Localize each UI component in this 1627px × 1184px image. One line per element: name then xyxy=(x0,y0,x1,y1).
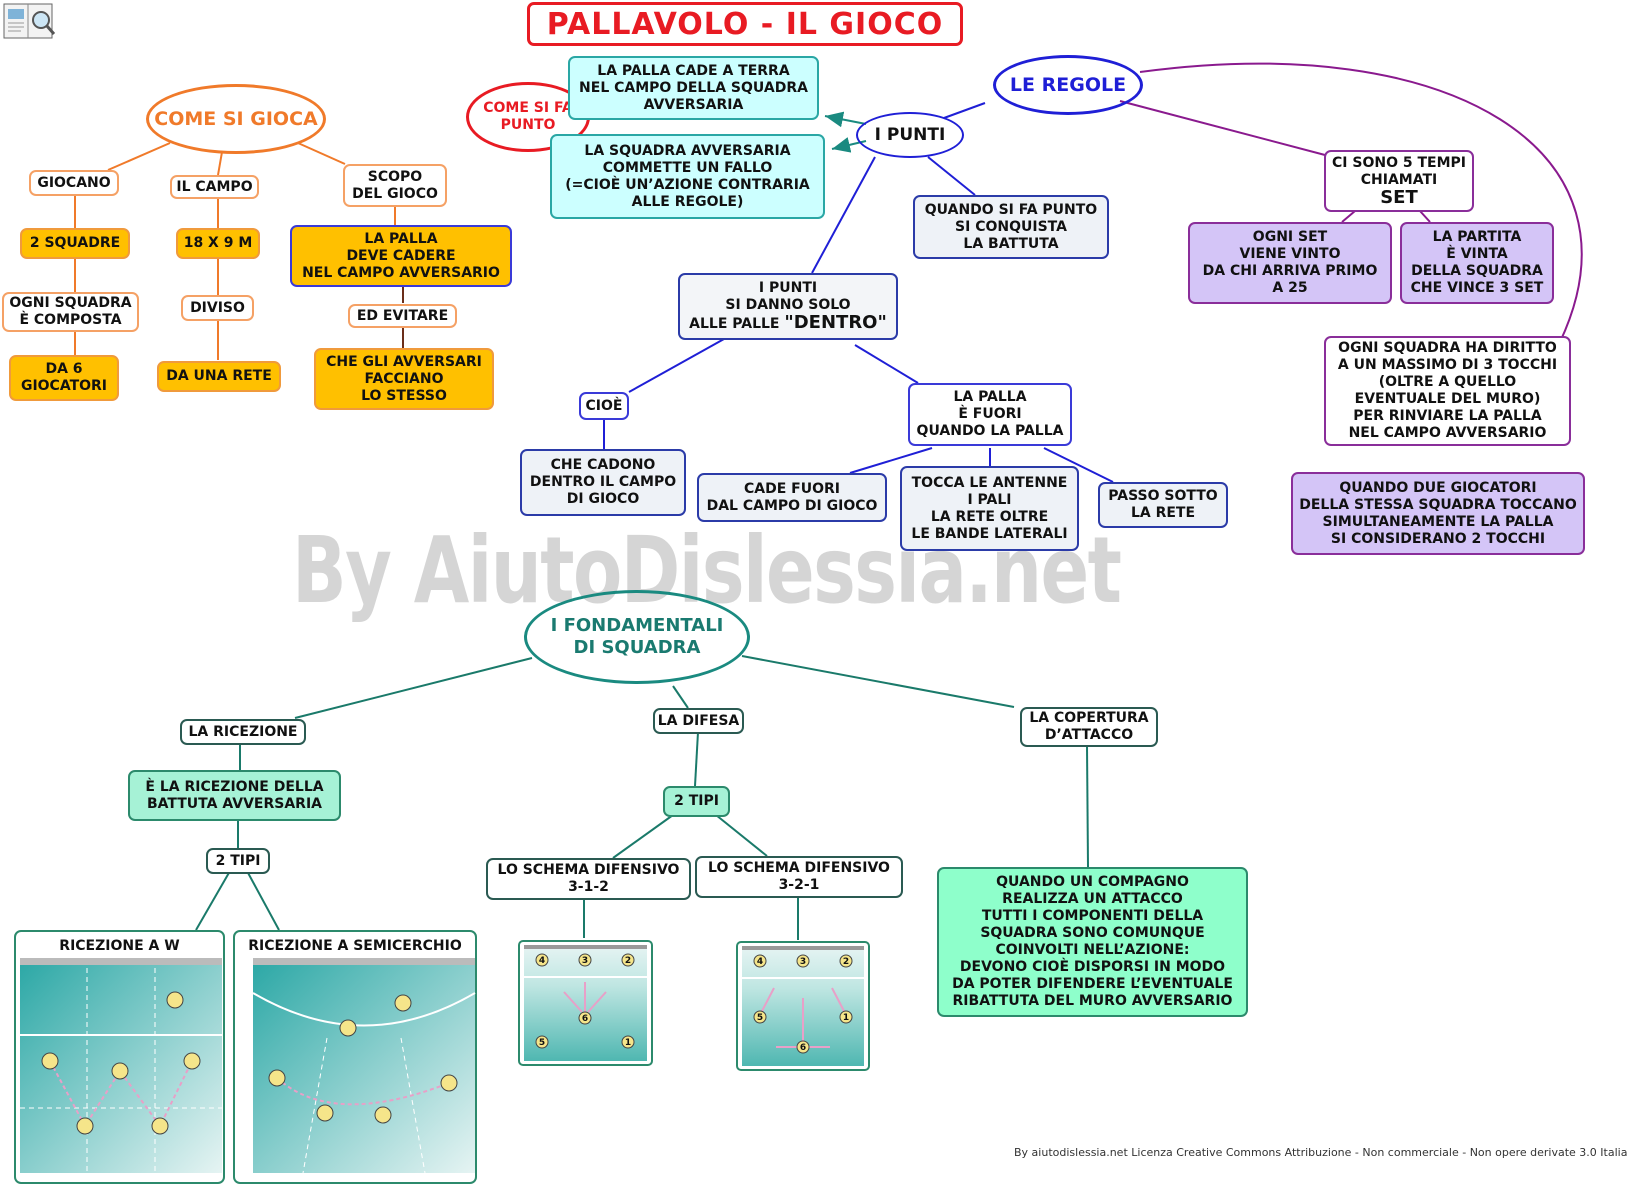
due-squadre-box: 2 SQUADRE xyxy=(20,228,130,259)
antenne-box: TOCCA LE ANTENNE I PALI LA RETE OLTRE LE… xyxy=(900,466,1079,551)
schema2-pos-d: 5 xyxy=(757,1013,763,1023)
dif-tipi-box: 2 TIPI xyxy=(663,786,730,817)
dentro-text: I PUNTI SI DANNO SOLO ALLE PALLE xyxy=(689,280,851,332)
giocano-label: GIOCANO xyxy=(29,170,119,196)
schema2-pos-f: 6 xyxy=(800,1043,806,1053)
difesa-label: LA DIFESA xyxy=(653,708,744,734)
il-campo-label: IL CAMPO xyxy=(170,175,259,199)
cioe-label: CIOÈ xyxy=(579,392,629,420)
schema1-pos-b: 3 xyxy=(582,956,588,966)
schema1-pos-d: 6 xyxy=(582,1014,588,1024)
ricezione-label: LA RICEZIONE xyxy=(180,719,306,745)
diviso-label: DIVISO xyxy=(181,295,254,321)
evitare-label: ED EVITARE xyxy=(348,304,457,328)
copertura-desc-box: QUANDO UN COMPAGNO REALIZZA UN ATTACCO T… xyxy=(937,867,1248,1017)
fallo-box: LA SQUADRA AVVERSARIA COMMETTE UN FALLO … xyxy=(550,134,825,219)
cadono-box: CHE CADONO DENTRO IL CAMPO DI GIOCO xyxy=(520,449,686,516)
composta-label: OGNI SQUADRA È COMPOSTA xyxy=(2,292,139,332)
ricezione-semi-title: RICEZIONE A SEMICERCHIO xyxy=(248,938,462,954)
ric-tipi-label: 2 TIPI xyxy=(206,848,270,874)
come-si-gioca-node: COME SI GIOCA xyxy=(146,84,326,154)
due-giocatori-box: QUANDO DUE GIOCATORI DELLA STESSA SQUADR… xyxy=(1291,472,1585,555)
schema1-pos-f: 1 xyxy=(625,1038,631,1048)
ricezione-w-title: RICEZIONE A W xyxy=(59,938,180,954)
connector-lines xyxy=(74,62,1583,940)
rete-box: DA UNA RETE xyxy=(157,361,281,392)
schema2-pos-c: 2 xyxy=(843,957,849,967)
court-w-illustration xyxy=(20,958,222,1173)
cade-terra-box: LA PALLA CADE A TERRA NEL CAMPO DELLA SQ… xyxy=(568,56,819,120)
come-punto-node: COME SI FA PUNTO xyxy=(466,82,590,152)
schema2-pos-e: 1 xyxy=(843,1013,849,1023)
schema1-pos-a: 4 xyxy=(539,956,545,966)
battuta-box: QUANDO SI FA PUNTO SI CONQUISTA LA BATTU… xyxy=(913,195,1109,259)
schema1-pos-c: 2 xyxy=(625,956,631,966)
tocchi-label: OGNI SQUADRA HA DIRITTO A UN MASSIMO DI … xyxy=(1324,336,1571,446)
palla-cadere-box: LA PALLA DEVE CADERE NEL CAMPO AVVERSARI… xyxy=(290,225,512,287)
ricezione-w-panel: RICEZIONE A W xyxy=(14,930,225,1184)
misure-box: 18 X 9 M xyxy=(176,228,260,259)
fondamentali-node: I FONDAMENTALI DI SQUADRA xyxy=(524,590,750,684)
schema2-pos-b: 3 xyxy=(800,957,806,967)
court-semi-illustration xyxy=(252,958,476,1174)
copertura-label: LA COPERTURA D’ATTACCO xyxy=(1020,707,1158,747)
sei-giocatori-box: DA 6 GIOCATORI xyxy=(9,355,119,401)
scopo-label: SCOPO DEL GIOCO xyxy=(343,164,447,207)
dentro-emphasis: "DENTRO" xyxy=(784,312,887,333)
schema-312-court: 4 3 2 6 5 1 xyxy=(518,940,653,1066)
page-title: PALLAVOLO - IL GIOCO xyxy=(527,2,963,46)
schema-312-illustration: 4 3 2 6 5 1 xyxy=(524,945,647,1061)
avversari-box: CHE GLI AVVERSARI FACCIANO LO STESSO xyxy=(314,348,494,410)
palla-fuori-label: LA PALLA È FUORI QUANDO LA PALLA xyxy=(908,383,1072,446)
schema1-pos-e: 5 xyxy=(539,1038,545,1048)
license-credit: By aiutodislessia.net Licenza Creative C… xyxy=(1014,1146,1627,1159)
schema-321-illustration: 4 3 2 5 1 6 xyxy=(742,946,864,1066)
schema-321-court: 4 3 2 5 1 6 xyxy=(736,941,870,1071)
set-text: CI SONO 5 TEMPI CHIAMATI xyxy=(1332,154,1466,188)
schema2-pos-a: 4 xyxy=(757,957,763,967)
i-punti-node: I PUNTI xyxy=(856,112,964,158)
partita-box: LA PARTITA È VINTA DELLA SQUADRA CHE VIN… xyxy=(1400,222,1554,304)
set-emphasis: SET xyxy=(1380,186,1418,208)
ogni-set-box: OGNI SET VIENE VINTO DA CHI ARRIVA PRIMO… xyxy=(1188,222,1392,304)
cade-fuori-box: CADE FUORI DAL CAMPO DI GIOCO xyxy=(697,473,887,522)
book-logo-icon xyxy=(3,2,56,42)
sotto-rete-box: PASSO SOTTO LA RETE xyxy=(1098,482,1228,528)
schema-312-label: LO SCHEMA DIFENSIVO 3-1-2 xyxy=(486,858,691,900)
schema-321-label: LO SCHEMA DIFENSIVO 3-2-1 xyxy=(695,856,903,898)
ricezione-desc-box: È LA RICEZIONE DELLA BATTUTA AVVERSARIA xyxy=(128,770,341,821)
le-regole-node: LE REGOLE xyxy=(993,55,1143,115)
dentro-box: I PUNTI SI DANNO SOLO ALLE PALLE "DENTRO… xyxy=(678,273,898,340)
ricezione-semi-panel: RICEZIONE A SEMICERCHIO xyxy=(233,930,477,1184)
